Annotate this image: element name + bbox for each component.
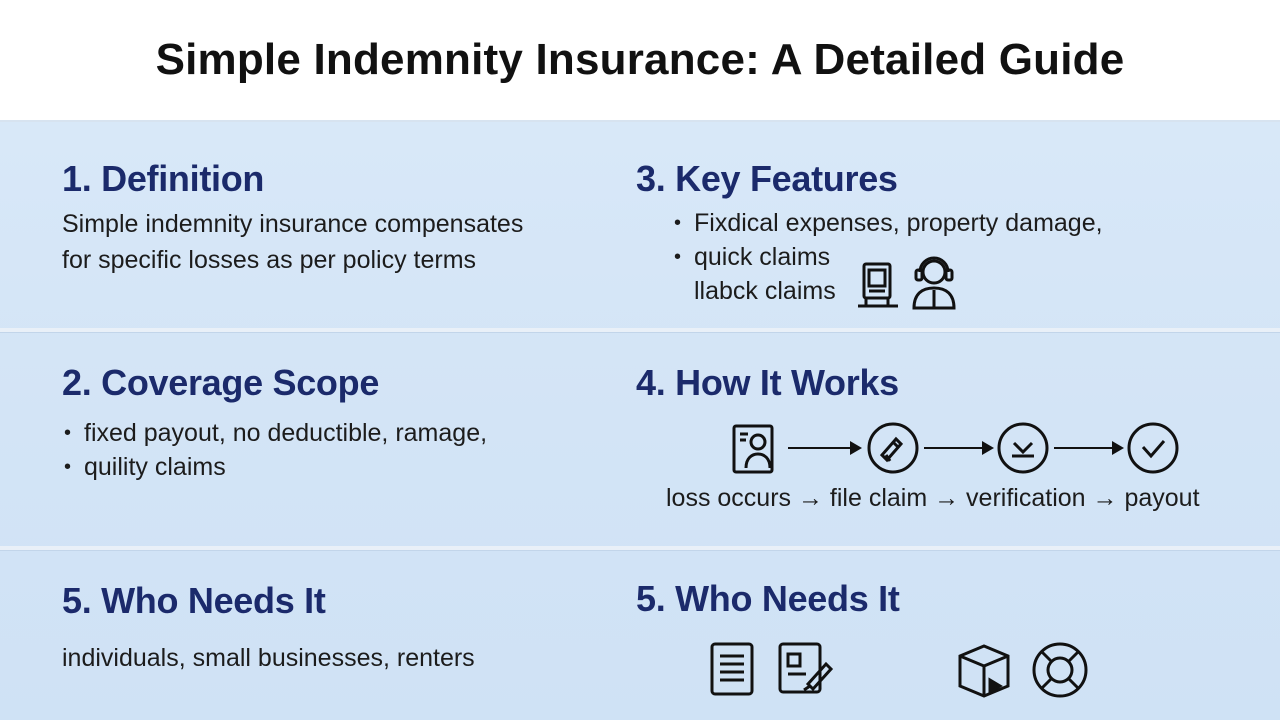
definition-text: Simple indemnity insurance compensates f…	[62, 206, 622, 278]
document-person-icon	[730, 422, 784, 481]
row-divider	[0, 546, 1280, 550]
flow-arrow	[924, 441, 994, 455]
list-item: llabck claims	[694, 277, 836, 305]
coverage-heading: 2. Coverage Scope	[62, 362, 380, 403]
who-left-text: individuals, small businesses, renters	[62, 644, 475, 672]
row-divider	[0, 328, 1280, 332]
flow-arrow	[788, 441, 862, 455]
content-board: 1. Definition Simple indemnity insurance…	[0, 122, 1280, 720]
document-list-icon	[708, 640, 758, 698]
definition-line: for specific losses as per policy terms	[62, 246, 477, 274]
document-sign-icon	[776, 640, 836, 698]
section-who-needs-it-right: 5. Who Needs It	[636, 578, 1236, 620]
list-item: Fixdical expenses, property damage,	[672, 206, 1236, 240]
list-item: quility claims	[62, 450, 622, 484]
section-how-it-works: 4. How It Works	[636, 362, 1236, 404]
section-definition: 1. Definition Simple indemnity insurance…	[62, 158, 622, 278]
box-icon	[956, 640, 1012, 700]
flow-arrow	[1054, 441, 1124, 455]
person-headset-icon	[908, 254, 960, 312]
who-right-heading: 5. Who Needs It	[636, 578, 900, 619]
page-title: Simple Indemnity Insurance: A Detailed G…	[155, 35, 1125, 84]
lifebuoy-icon	[1030, 640, 1090, 700]
features-heading: 3. Key Features	[636, 158, 898, 199]
section-key-features: 3. Key Features Fixdical expenses, prope…	[636, 158, 1236, 308]
page-header: Simple Indemnity Insurance: A Detailed G…	[0, 0, 1280, 122]
how-heading: 4. How It Works	[636, 362, 899, 403]
flow-caption: loss occurs → file claim → verification …	[666, 484, 1200, 512]
who-left-heading: 5. Who Needs It	[62, 580, 326, 621]
section-coverage-scope: 2. Coverage Scope fixed payout, no deduc…	[62, 362, 622, 484]
verify-icon	[996, 421, 1050, 480]
section-who-needs-it-left: 5. Who Needs It individuals, small busin…	[62, 580, 622, 676]
pen-icon	[866, 421, 920, 480]
features-list: Fixdical expenses, property damage, quic…	[672, 206, 1236, 308]
check-icon	[1126, 421, 1180, 480]
coverage-list: fixed payout, no deductible, ramage, qui…	[62, 416, 622, 484]
definition-line: Simple indemnity insurance compensates	[62, 210, 524, 238]
list-item: quick claims	[672, 240, 1236, 274]
document-stand-icon	[856, 260, 900, 312]
list-item: fixed payout, no deductible, ramage,	[62, 416, 622, 450]
definition-heading: 1. Definition	[62, 158, 265, 199]
